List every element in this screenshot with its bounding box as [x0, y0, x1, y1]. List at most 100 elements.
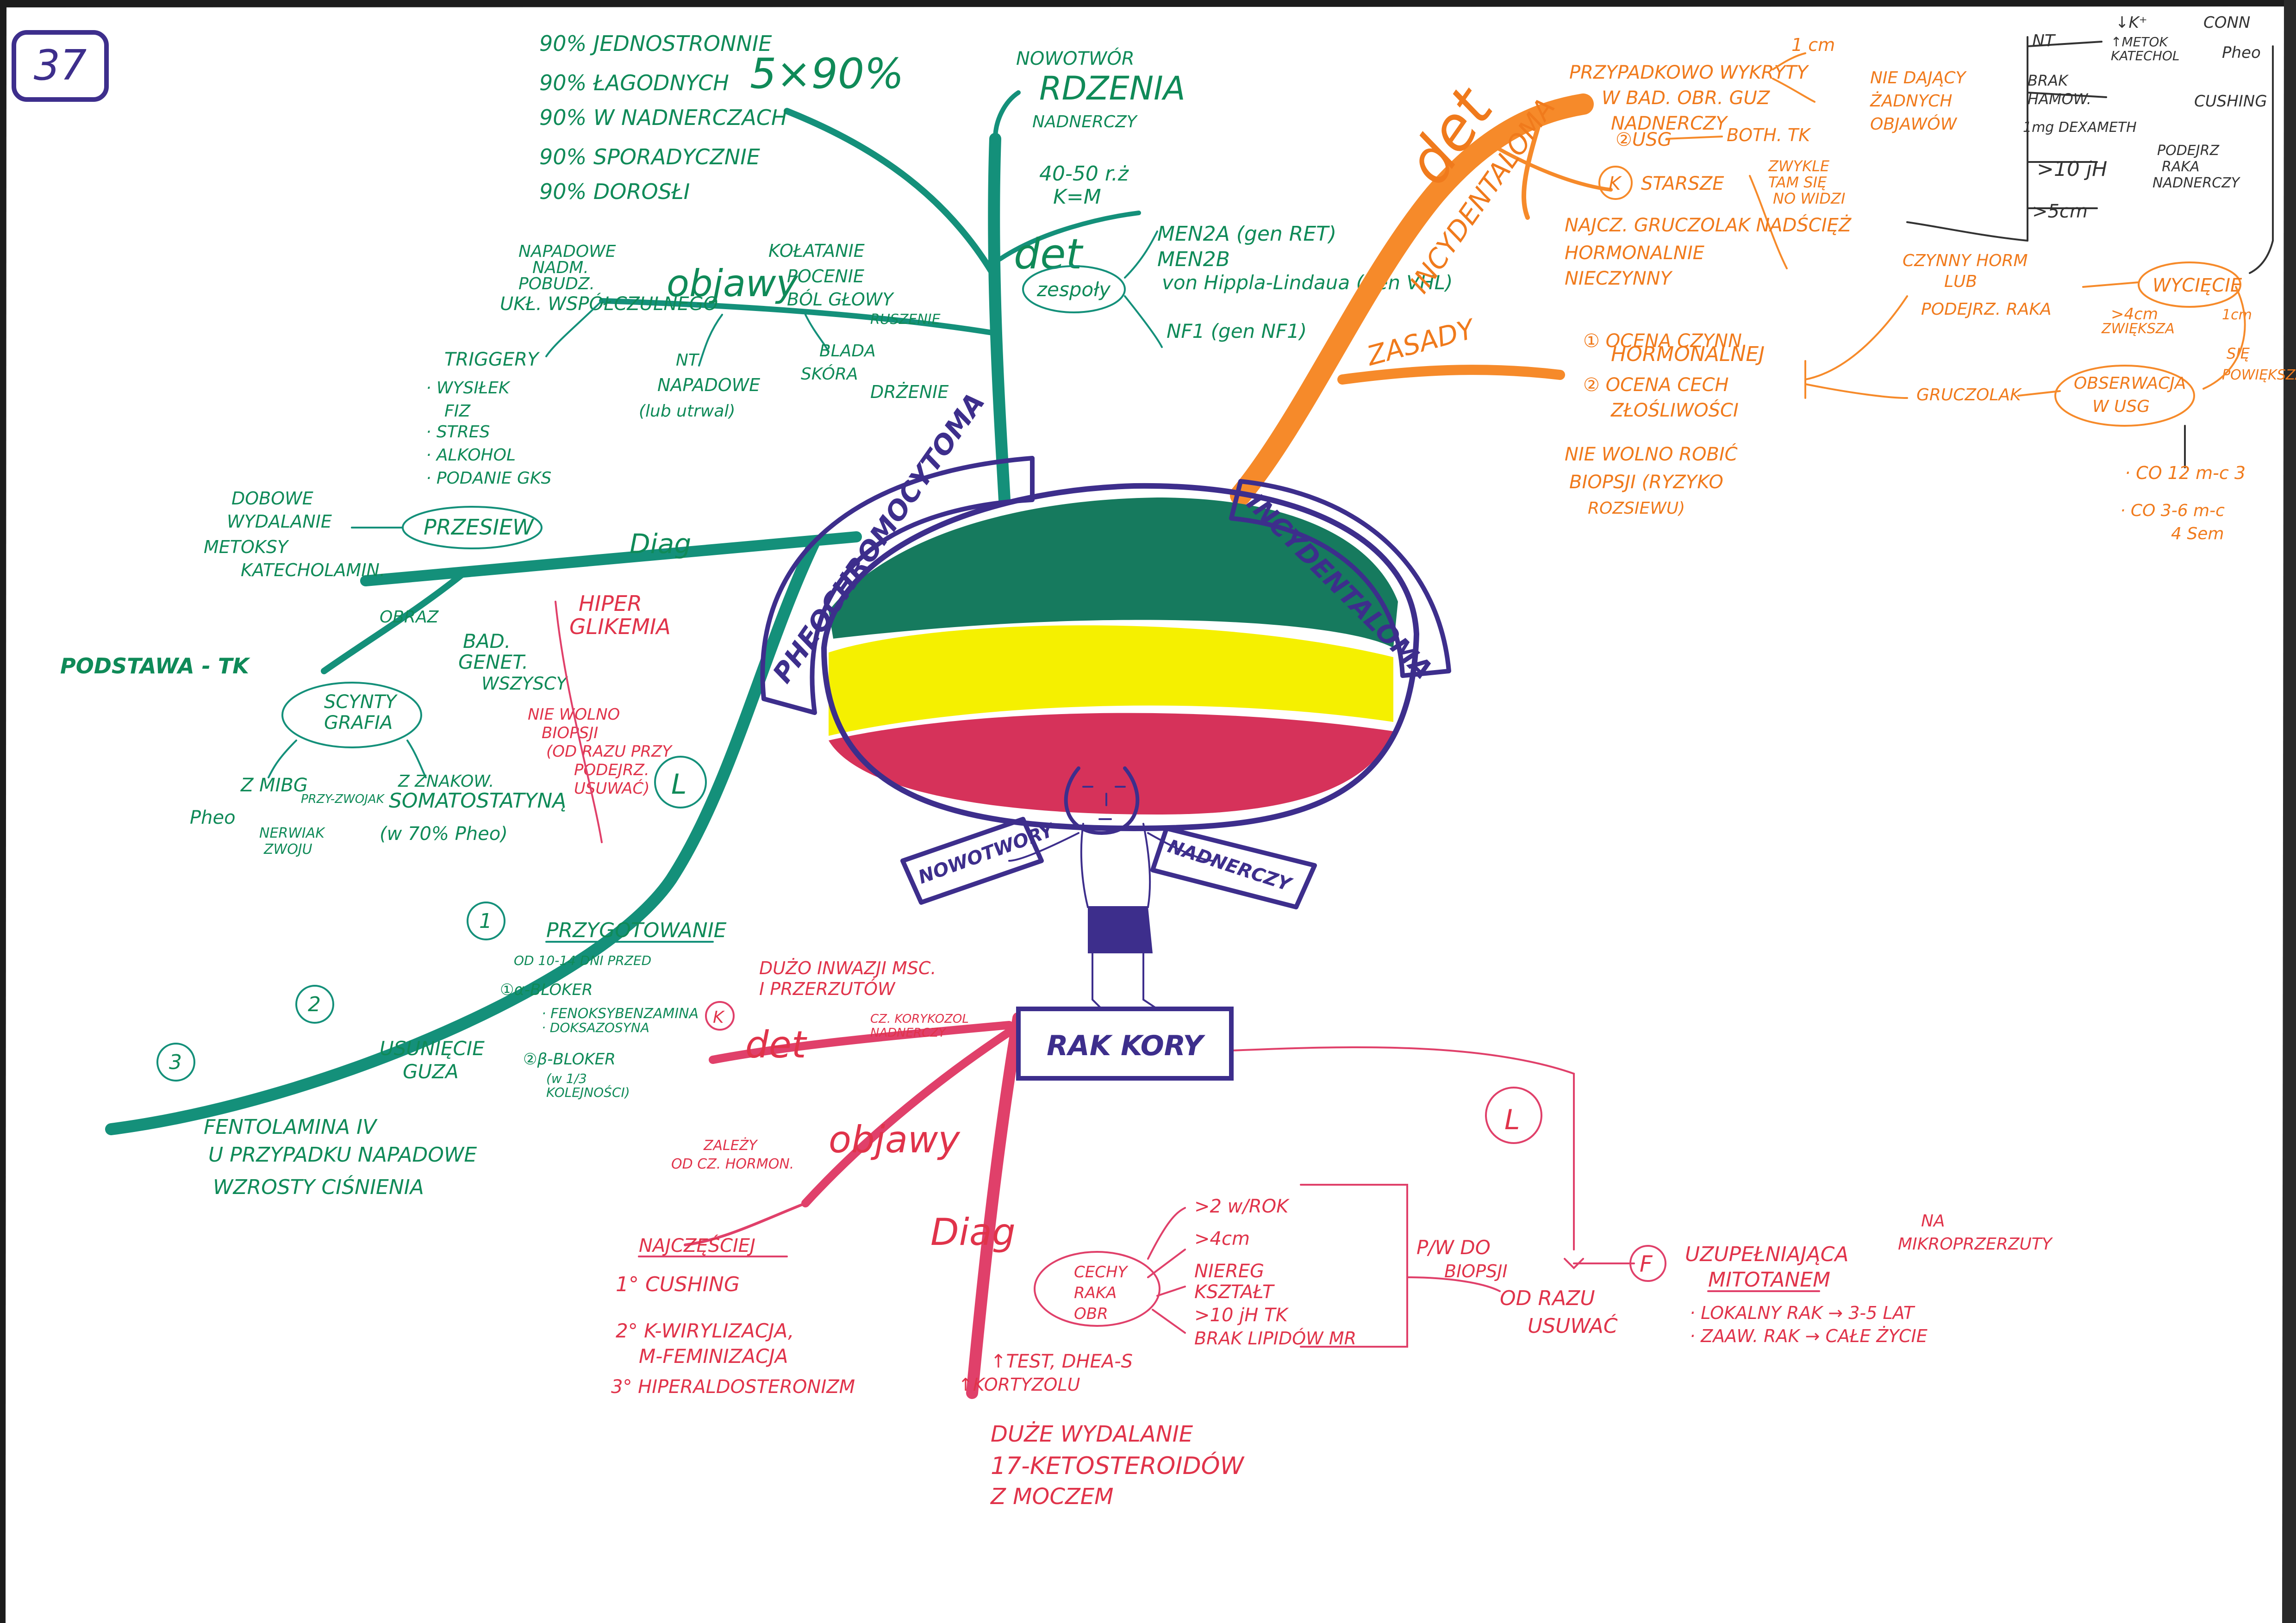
wyciecie-label: WYCIĘCIE	[2152, 275, 2242, 296]
starsze-label: STARSZE	[1641, 173, 1724, 194]
mitotan-2: MITOTANEM	[1708, 1268, 1830, 1292]
det-green: det	[1014, 230, 1084, 279]
stat-4: 90% SPORADYCZNIE	[539, 144, 760, 169]
prep-2: ①α-BLOKER	[500, 981, 593, 999]
ni-1: NT	[676, 351, 700, 370]
prep-title: PRZYGOTOWANIE	[546, 919, 727, 942]
ni-3: (lub utrwal)	[639, 402, 735, 421]
screen-text-3: METOKSY	[204, 537, 289, 557]
gt4-2: ZWIĘKSZA	[2101, 321, 2175, 337]
fento-2: U PRZYPADKU NAPADOWE	[208, 1143, 477, 1167]
red-sym-1: 1° CUSHING	[616, 1273, 740, 1296]
treat-label-green: L	[671, 768, 686, 801]
syndrome-3: von Hippla-Lindaua (gen VHL)	[1162, 271, 1453, 294]
lab-2: ↑KORTYZOLU	[958, 1374, 1080, 1395]
removal-1: USUNIĘCIE	[380, 1037, 485, 1060]
screening-label: PRZESIEW	[424, 515, 534, 540]
podstawa-label: PODSTAWA - TK	[60, 653, 250, 678]
biopsy-2: BIOPSJI	[1444, 1261, 1508, 1281]
red-det-2: I PRZERZUTÓW	[759, 979, 896, 999]
symptom-right-1: KOŁATANIE	[768, 241, 865, 261]
stat-3: 90% W NADNERCZACH	[539, 105, 787, 130]
f-circle: F	[1640, 1251, 1653, 1277]
mibg-1: Z MIBG	[240, 775, 308, 796]
nie-2: ŻADNYCH	[1870, 91, 1953, 111]
prep-3: · FENOKSYBENZAMINA	[542, 1006, 699, 1022]
na-mikro-2: MIKROPRZERZUTY	[1898, 1235, 2053, 1254]
removal-2: GUZA	[403, 1060, 459, 1083]
stat-1: 90% JEDNOSTRONNIE	[539, 31, 772, 56]
rule-1: ① OCENA CZYNN.	[1583, 330, 1748, 352]
najcz-3: NIECZYNNY	[1565, 268, 1673, 289]
cechy-list-3: NIEREG	[1194, 1261, 1264, 1282]
symptom-right-3: BÓL GŁOWY	[787, 289, 894, 310]
svg-text:37: 37	[34, 41, 87, 90]
fento-1: FENTOLAMINA IV	[204, 1115, 378, 1139]
triggers-title: TRIGGERY	[444, 349, 540, 370]
symptom-left-1: NAPADOWE	[518, 242, 616, 261]
nie-3: OBJAWÓW	[1870, 114, 1958, 134]
rule-3: ② OCENA CECH	[1583, 374, 1728, 396]
red-det-5: NADNERCZY	[870, 1026, 947, 1040]
green-treatment-group: L 1 2 3 PRZYGOTOWANIE OD 10-14 DNI PRZED…	[156, 756, 727, 1199]
najcz-2: HORMONALNIE	[1565, 243, 1705, 264]
gray-k: ↓K⁺	[2115, 13, 2147, 32]
active-3: PODEJRZ. RAKA	[1921, 300, 2052, 319]
syndrome-4: NF1 (gen NF1)	[1167, 320, 1307, 342]
stat-title: 5×90%	[750, 50, 904, 98]
symptom-left-4: UKŁ. WSPÓŁCZULNEGO	[500, 292, 718, 315]
zwykle-3: NO WIDZI	[1773, 190, 1845, 207]
red-sym-3: M-FEMINIZACJA	[639, 1345, 788, 1368]
warning-3: (OD RAZU PRZY	[546, 742, 673, 761]
freq-2b: 4 Sem	[2171, 524, 2224, 543]
step-2: 2	[308, 993, 321, 1016]
trigger-4: · ALKOHOL	[426, 446, 516, 465]
obraz-label: OBRAZ	[380, 608, 439, 627]
scinty-2: GRAFIA	[324, 712, 393, 734]
gray-pheo: Pheo	[2222, 44, 2261, 62]
top-2: W BAD. OBR. GUZ	[1602, 87, 1771, 109]
central-figure: PHEOCHROMOCYTOMA INCYDENTALOMA NOWOTWORY…	[760, 387, 1451, 1081]
ni-2: NAPADOWE	[657, 375, 760, 395]
red-det-4: CZ. KORYKOZOL	[870, 1012, 969, 1026]
fento-3: WZROSTY CIŚNIENIA	[213, 1175, 424, 1199]
gray-pod-3: NADNERCZY	[2152, 175, 2241, 191]
od-razu-2: USUWAĆ	[1528, 1313, 1618, 1338]
treat-label-red: L	[1504, 1104, 1520, 1136]
hiper-1: HIPER	[579, 591, 642, 616]
active-2: LUB	[1944, 272, 1977, 291]
tumor-1: NOWOTWÓR	[1016, 47, 1135, 69]
urine-1: DUŻE WYDALANIE	[991, 1421, 1193, 1447]
trigger-5: · PODANIE GKS	[426, 469, 551, 488]
objawy-red: objawy	[829, 1118, 961, 1161]
trigger-2: FIZ	[444, 402, 471, 421]
somato-2: SOMATOSTATYNĄ	[389, 789, 566, 813]
gray-meto-2: KATECHOL	[2111, 48, 2180, 63]
hiper-2: GLIKEMIA	[569, 614, 671, 639]
gray-brak-1: BRAK	[2028, 72, 2069, 89]
prep-1: OD 10-14 DNI PRZED	[514, 953, 651, 968]
no-biopsy-3: ROZSIEWU)	[1588, 499, 1685, 518]
gray-brak-2: HAMOW.	[2028, 90, 2091, 108]
size-1cm: 1 cm	[1791, 35, 1835, 55]
somato-3: (w 70% Pheo)	[380, 823, 508, 845]
pale-2: SKÓRA	[801, 364, 858, 384]
red-group: det DUŻO INWAZJI MSC. I PRZERZUTÓW K CZ.…	[611, 958, 2053, 1510]
base-label: RAK KORY	[1047, 1030, 1205, 1062]
green-symptoms-group: objawy NAPADOWE NADM. POBUDZ. UKŁ. WSPÓŁ…	[426, 241, 948, 488]
mibg-5: ZWOJU	[263, 841, 312, 858]
lokalny-rak: · LOKALNY RAK → 3-5 LAT	[1690, 1303, 1915, 1323]
screen-text-4: KATECHOLAMIN.	[241, 560, 385, 580]
screen-text-1: DOBOWE	[231, 488, 313, 509]
k-circle: K	[1609, 173, 1622, 194]
zwykle-2: TAM SIĘ	[1768, 174, 1827, 191]
red-det-3: K	[713, 1008, 725, 1027]
mibg-3: PRZY-ZWOJAK	[301, 792, 385, 806]
prep-7: KOLEJNOŚCI)	[546, 1084, 630, 1100]
symptom-left-2: NADM.	[532, 258, 589, 277]
cechy-2: RAKA	[1074, 1284, 1117, 1302]
biopsy-1: P/W DO	[1416, 1236, 1491, 1259]
bad-1: BAD.	[463, 630, 511, 653]
gt1-1: 1cm	[2222, 307, 2252, 323]
